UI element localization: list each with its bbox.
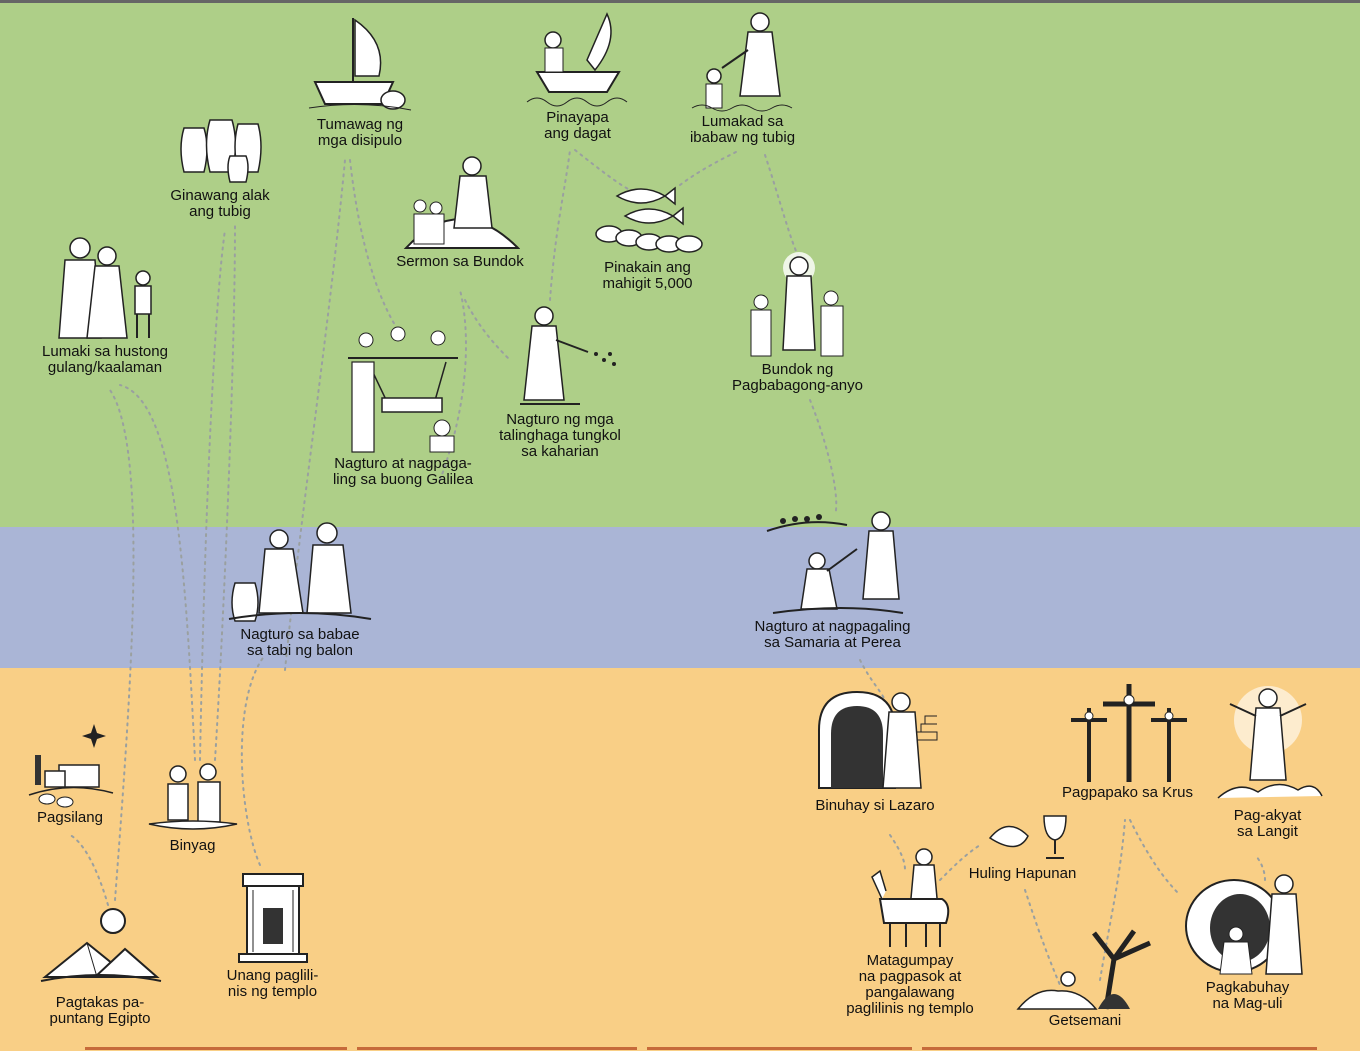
bread-cup-icon <box>988 815 1067 859</box>
three-crosses-icon <box>1070 684 1187 782</box>
event-talinghaga: Nagturo ng mga talinghaga tungkol sa kah… <box>485 300 635 460</box>
event-pagsilang: Pagsilang <box>20 715 120 826</box>
event-galilea: Nagturo at nagpaga- ling sa buong Galile… <box>318 318 488 488</box>
event-disipulo-label: Tumawag ng mga disipulo <box>316 116 404 149</box>
event-disipulo: Tumawag ng mga disipulo <box>295 12 425 149</box>
event-pinakain-label: Pinakain ang mahigit 5,000 <box>602 259 693 292</box>
event-pagtakas: Pagtakas pa- puntang Egipto <box>30 905 170 1027</box>
event-getsemani: Getsemani <box>1010 925 1160 1029</box>
event-lumaki: Lumaki sa hustong gulang/kaalaman <box>30 232 180 376</box>
holy-family-icon <box>58 237 152 339</box>
event-galilea-label: Nagturo at nagpaga- ling sa buong Galile… <box>332 455 474 488</box>
temple-icon <box>238 873 308 963</box>
event-pagpapako-krus-label: Pagpapako sa Krus <box>1062 784 1193 801</box>
event-matagumpay: Matagumpay na pagpasok at pangalawang pa… <box>835 845 985 1017</box>
event-matagumpay-label: Matagumpay na pagpasok at pangalawang pa… <box>846 952 974 1017</box>
event-babae-balon-label: Nagturo sa babae sa tabi ng balon <box>240 626 360 659</box>
nativity-town-icon <box>28 724 114 808</box>
baptism-icon <box>148 763 237 830</box>
event-binyag: Binyag <box>140 760 245 854</box>
bottom-rule-2 <box>357 1047 637 1050</box>
ascension-icon <box>1216 686 1323 799</box>
judea-region-band <box>0 668 1360 1051</box>
event-paglilinis: Unang paglili- nis ng templo <box>215 868 330 1000</box>
donkey-entry-icon <box>871 848 950 947</box>
bottom-rule-3 <box>647 1047 912 1050</box>
healing-lepers-icon <box>766 511 903 614</box>
event-pinayapa-label: Pinayapa ang dagat <box>544 109 611 142</box>
event-alak: Ginawang alak ang tubig <box>160 110 280 220</box>
event-paglilinis-label: Unang paglili- nis ng templo <box>226 967 319 1000</box>
event-pinayapa: Pinayapa ang dagat <box>515 10 640 142</box>
walking-on-water-icon <box>691 12 792 112</box>
event-sermon-label: Sermon sa Bundok <box>396 253 524 270</box>
pyramids-icon <box>40 908 162 982</box>
event-pag-akyat: Pag-akyat sa Langit <box>1195 680 1340 840</box>
event-getsemani-label: Getsemani <box>1048 1012 1122 1029</box>
loaves-fishes-icon <box>594 186 703 253</box>
lazarus-tomb-icon <box>818 690 938 789</box>
event-samaria-perea: Nagturo at nagpagaling sa Samaria at Per… <box>740 505 925 651</box>
event-lumakad: Lumakad sa ibabaw ng tubig <box>680 10 805 146</box>
event-huling-hapunan-label: Huling Hapunan <box>968 865 1077 882</box>
bottom-rule-4 <box>922 1047 1317 1050</box>
gethsemane-tree-icon <box>1016 929 1152 1010</box>
calming-storm-icon <box>526 12 627 107</box>
event-pagbabagong-anyo: Bundok ng Pagbabagong-anyo <box>725 250 870 394</box>
event-sermon: Sermon sa Bundok <box>385 150 535 270</box>
galilee-region-band <box>0 0 1360 527</box>
event-lumakad-label: Lumakad sa ibabaw ng tubig <box>689 113 796 146</box>
event-talinghaga-label: Nagturo ng mga talinghaga tungkol sa kah… <box>499 411 621 460</box>
empty-tomb-icon <box>1184 874 1303 975</box>
event-pagkabuhay-label: Pagkabuhay na Mag-uli <box>1205 979 1290 1012</box>
water-jars-icon <box>180 119 262 183</box>
event-pagbabagong-anyo-label: Bundok ng Pagbabagong-anyo <box>732 361 863 394</box>
event-lazaro: Binuhay si Lazaro <box>805 680 945 814</box>
sower-icon <box>520 306 616 405</box>
event-alak-label: Ginawang alak ang tubig <box>170 187 270 220</box>
paralytic-lowered-icon <box>348 326 458 453</box>
event-pagsilang-label: Pagsilang <box>37 809 103 826</box>
event-binyag-label: Binyag <box>169 837 216 854</box>
fishing-boat-icon <box>308 18 412 111</box>
event-lazaro-label: Binuhay si Lazaro <box>815 797 935 814</box>
event-huling-hapunan: Huling Hapunan <box>955 808 1090 882</box>
event-pag-akyat-label: Pag-akyat sa Langit <box>1233 807 1302 840</box>
event-babae-balon: Nagturo sa babae sa tabi ng balon <box>220 515 380 659</box>
woman-at-well-icon <box>228 522 372 622</box>
event-pinakain: Pinakain ang mahigit 5,000 <box>575 182 720 292</box>
event-pagpapako-krus: Pagpapako sa Krus <box>1050 680 1205 801</box>
event-samaria-perea-label: Nagturo at nagpagaling sa Samaria at Per… <box>754 618 911 651</box>
event-pagkabuhay: Pagkabuhay na Mag-uli <box>1170 868 1325 1012</box>
sermon-mount-icon <box>403 156 520 249</box>
transfiguration-icon <box>750 252 843 357</box>
event-pagtakas-label: Pagtakas pa- puntang Egipto <box>49 994 151 1027</box>
event-lumaki-label: Lumaki sa hustong gulang/kaalaman <box>42 343 168 376</box>
bottom-rule-1 <box>85 1047 347 1050</box>
